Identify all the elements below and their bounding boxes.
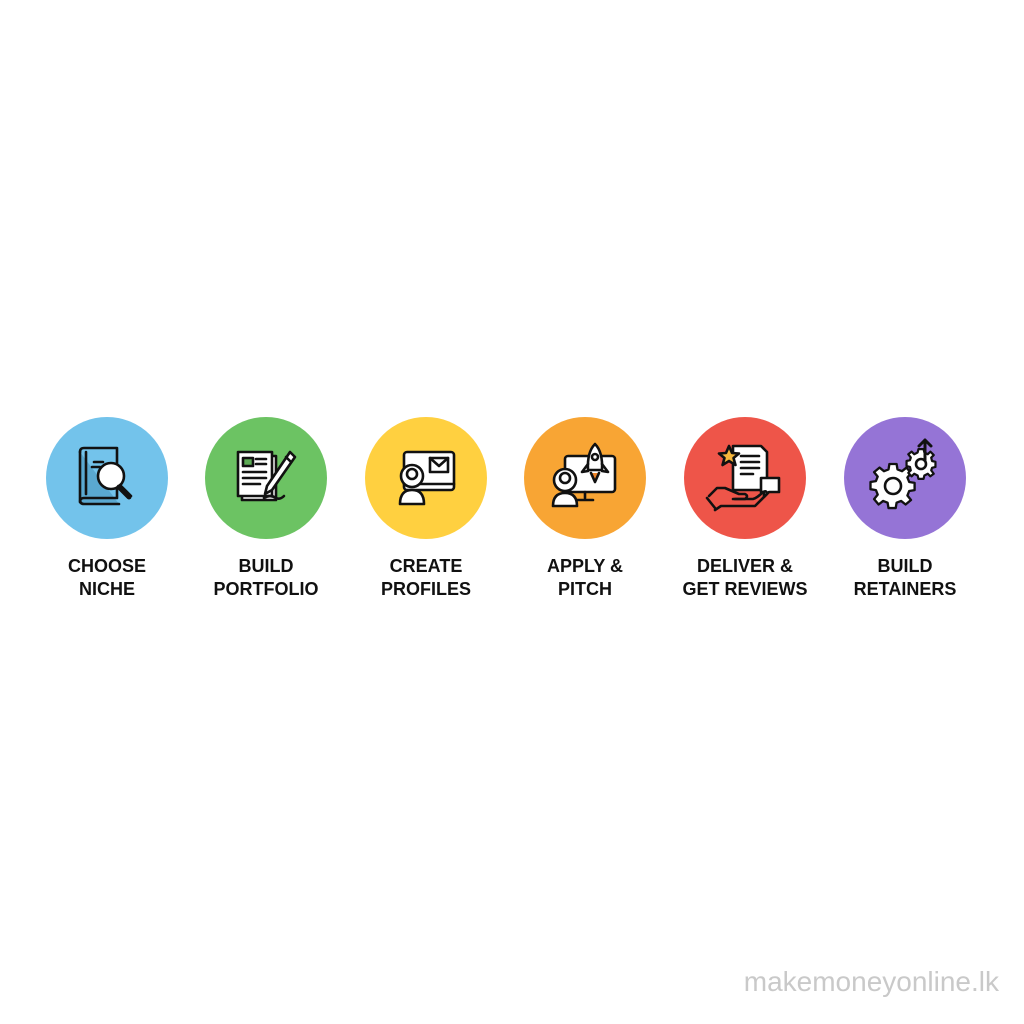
step-label-line-1: DELIVER & (696, 556, 793, 576)
step-label-line-1: BUILD (238, 556, 294, 576)
watermark-text: makemoneyonline.lk (743, 966, 999, 997)
step-label-line-2: PITCH (558, 579, 612, 599)
step-circle (684, 417, 806, 539)
step-circle (205, 417, 327, 539)
process-steps: CHOOSE NICHE BUILD PORTFOLIO (0, 417, 1024, 617)
step-circle (365, 417, 487, 539)
step-label-line-2: NICHE (78, 579, 135, 599)
document-pen-icon (236, 450, 297, 502)
step-build-portfolio: BUILD PORTFOLIO (186, 417, 346, 601)
step-label: BUILD PORTFOLIO (186, 555, 346, 601)
step-label: CREATE PROFILES (346, 555, 506, 601)
review-hand-icon (705, 444, 781, 512)
step-circle (844, 417, 966, 539)
step-create-profiles: CREATE PROFILES (346, 417, 506, 601)
step-choose-niche: CHOOSE NICHE (27, 417, 187, 601)
profile-mail-icon (398, 450, 456, 506)
step-label-line-1: BUILD (877, 556, 933, 576)
step-label-line-1: APPLY & (546, 556, 624, 576)
step-label: DELIVER & GET REVIEWS (665, 555, 825, 601)
step-label-line-2: PROFILES (380, 579, 471, 599)
step-circle (524, 417, 646, 539)
step-apply-pitch: APPLY & PITCH (505, 417, 665, 601)
step-label: CHOOSE NICHE (27, 555, 187, 601)
gears-icon (869, 438, 937, 510)
rocket-monitor-icon (551, 442, 617, 508)
step-deliver-reviews: DELIVER & GET REVIEWS (665, 417, 825, 601)
step-label-line-2: PORTFOLIO (213, 579, 319, 599)
step-label: BUILD RETAINERS (825, 555, 985, 601)
step-build-retainers: BUILD RETAINERS (825, 417, 985, 601)
step-label: APPLY & PITCH (505, 555, 665, 601)
step-circle (46, 417, 168, 539)
step-label-line-1: CHOOSE (67, 556, 146, 576)
step-label-line-2: RETAINERS (853, 579, 957, 599)
step-label-line-1: CREATE (389, 556, 463, 576)
step-label-line-2: GET REVIEWS (682, 579, 808, 599)
book-magnifier-icon (78, 446, 133, 506)
